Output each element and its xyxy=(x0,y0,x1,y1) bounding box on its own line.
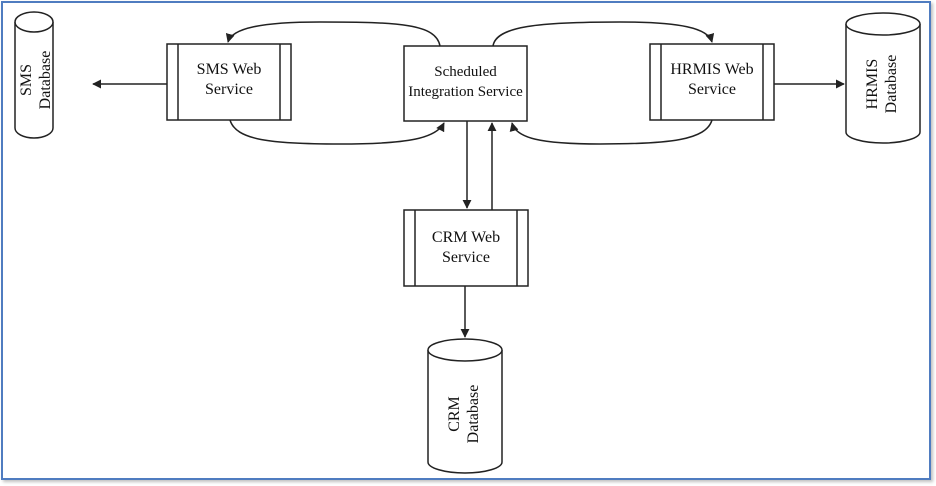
crm-database-label-line1: CRM xyxy=(446,396,463,432)
hrmis-web-service-label: HRMIS Web Service xyxy=(670,61,754,98)
scheduled-integration-service-label: Scheduled Integration Service xyxy=(408,64,523,100)
hrmis-database-label-line2: Database xyxy=(883,54,900,114)
scheduled-to-hrmis-curve xyxy=(492,21,715,47)
scheduled-integration-service-box xyxy=(403,45,528,122)
crm-web-service-label: CRM Web Service xyxy=(431,229,501,266)
hrmis-database-label-line1: HRMIS xyxy=(864,58,881,110)
crm-database-label: CRM Database xyxy=(445,369,485,459)
crm-web-service-box xyxy=(403,209,529,287)
hrmis-to-scheduled-curve xyxy=(509,119,713,145)
hrmis-web-service-box xyxy=(649,43,775,121)
hrmis-database-cylinder xyxy=(845,12,921,144)
sms-web-service-box xyxy=(166,43,292,121)
crm-database-cylinder xyxy=(427,338,503,474)
scheduled-to-sms-curve xyxy=(225,21,441,47)
crm-database-label-line2: Database xyxy=(465,384,482,444)
sms-database-label: SMS Database xyxy=(17,40,57,120)
sms-database-label-line2: Database xyxy=(37,50,54,110)
sms-web-service-label: SMS Web Service xyxy=(196,61,262,98)
hrmis-database-label: HRMIS Database xyxy=(863,39,903,129)
sms-database-label-line1: SMS xyxy=(18,63,35,97)
sms-to-scheduled-curve xyxy=(229,119,445,145)
sms-database-cylinder xyxy=(14,11,54,139)
